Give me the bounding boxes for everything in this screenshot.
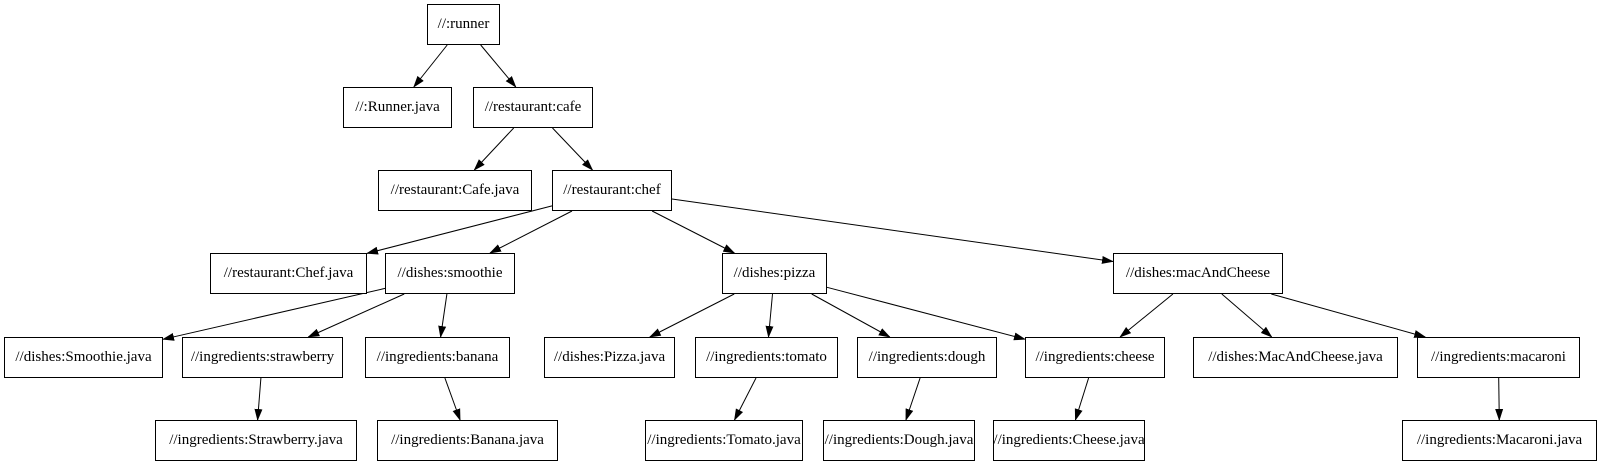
edge-dough-to-dough-java — [905, 377, 921, 421]
graph-node-dough-java: //ingredients:Dough.java — [823, 420, 975, 461]
graph-node-runner-java: //:Runner.java — [343, 87, 452, 128]
edge-mac-and-cheese-to-macaroni — [1271, 293, 1427, 338]
edge-smoothie-to-strawberry — [307, 293, 405, 338]
graph-node-pizza-java: //dishes:Pizza.java — [544, 337, 675, 378]
graph-node-tomato-java: //ingredients:Tomato.java — [645, 420, 803, 461]
edge-smoothie-to-banana — [438, 293, 448, 338]
edge-chef-to-pizza — [651, 210, 736, 254]
graph-node-macaroni-java: //ingredients:Macaroni.java — [1402, 420, 1597, 461]
graph-node-smoothie: //dishes:smoothie — [385, 253, 515, 294]
graph-node-smoothie-java: //dishes:Smoothie.java — [4, 337, 163, 378]
edge-chef-to-chef-java — [366, 205, 553, 255]
graph-node-dough: //ingredients:dough — [857, 337, 997, 378]
edge-smoothie-to-smoothie-java — [162, 287, 386, 341]
edge-pizza-to-tomato — [765, 293, 774, 338]
edge-pizza-to-pizza-java — [648, 293, 735, 338]
graph-node-runner: //:runner — [427, 4, 500, 45]
graph-node-chef-java: //restaurant:Chef.java — [210, 253, 367, 294]
edge-pizza-to-cheese — [826, 286, 1026, 341]
edge-macaroni-to-macaroni-java — [1495, 377, 1504, 421]
edge-cheese-to-cheese-java — [1074, 377, 1090, 421]
graph-node-strawberry-java: //ingredients:Strawberry.java — [155, 420, 357, 461]
edge-mac-and-cheese-to-mac-and-cheese-java — [1221, 293, 1273, 338]
edge-mac-and-cheese-to-cheese — [1119, 293, 1174, 338]
edge-banana-to-banana-java — [444, 377, 461, 421]
edge-tomato-to-tomato-java — [734, 377, 757, 421]
edge-runner-to-cafe — [480, 44, 517, 88]
graph-node-banana: //ingredients:banana — [365, 337, 510, 378]
edge-strawberry-to-strawberry-java — [254, 377, 263, 421]
graph-node-macaroni: //ingredients:macaroni — [1417, 337, 1580, 378]
edge-chef-to-mac-and-cheese — [671, 198, 1114, 264]
graph-node-mac-and-cheese: //dishes:macAndCheese — [1113, 253, 1283, 294]
graph-node-cafe: //restaurant:cafe — [473, 87, 593, 128]
graph-node-tomato: //ingredients:tomato — [695, 337, 838, 378]
graph-node-mac-and-cheese-java: //dishes:MacAndCheese.java — [1193, 337, 1398, 378]
edge-cafe-to-chef — [552, 127, 594, 171]
graph-node-strawberry: //ingredients:strawberry — [182, 337, 343, 378]
graph-node-pizza: //dishes:pizza — [722, 253, 827, 294]
edge-pizza-to-dough — [811, 293, 891, 338]
graph-node-chef: //restaurant:chef — [552, 170, 672, 211]
graph-node-banana-java: //ingredients:Banana.java — [377, 420, 558, 461]
graph-node-cheese-java: //ingredients:Cheese.java — [993, 420, 1145, 461]
graph-node-cafe-java: //restaurant:Cafe.java — [378, 170, 532, 211]
graph-node-cheese: //ingredients:cheese — [1025, 337, 1165, 378]
edge-runner-to-runner-java — [413, 44, 448, 88]
edge-chef-to-smoothie — [489, 210, 573, 254]
edge-cafe-to-cafe-java — [473, 127, 515, 171]
